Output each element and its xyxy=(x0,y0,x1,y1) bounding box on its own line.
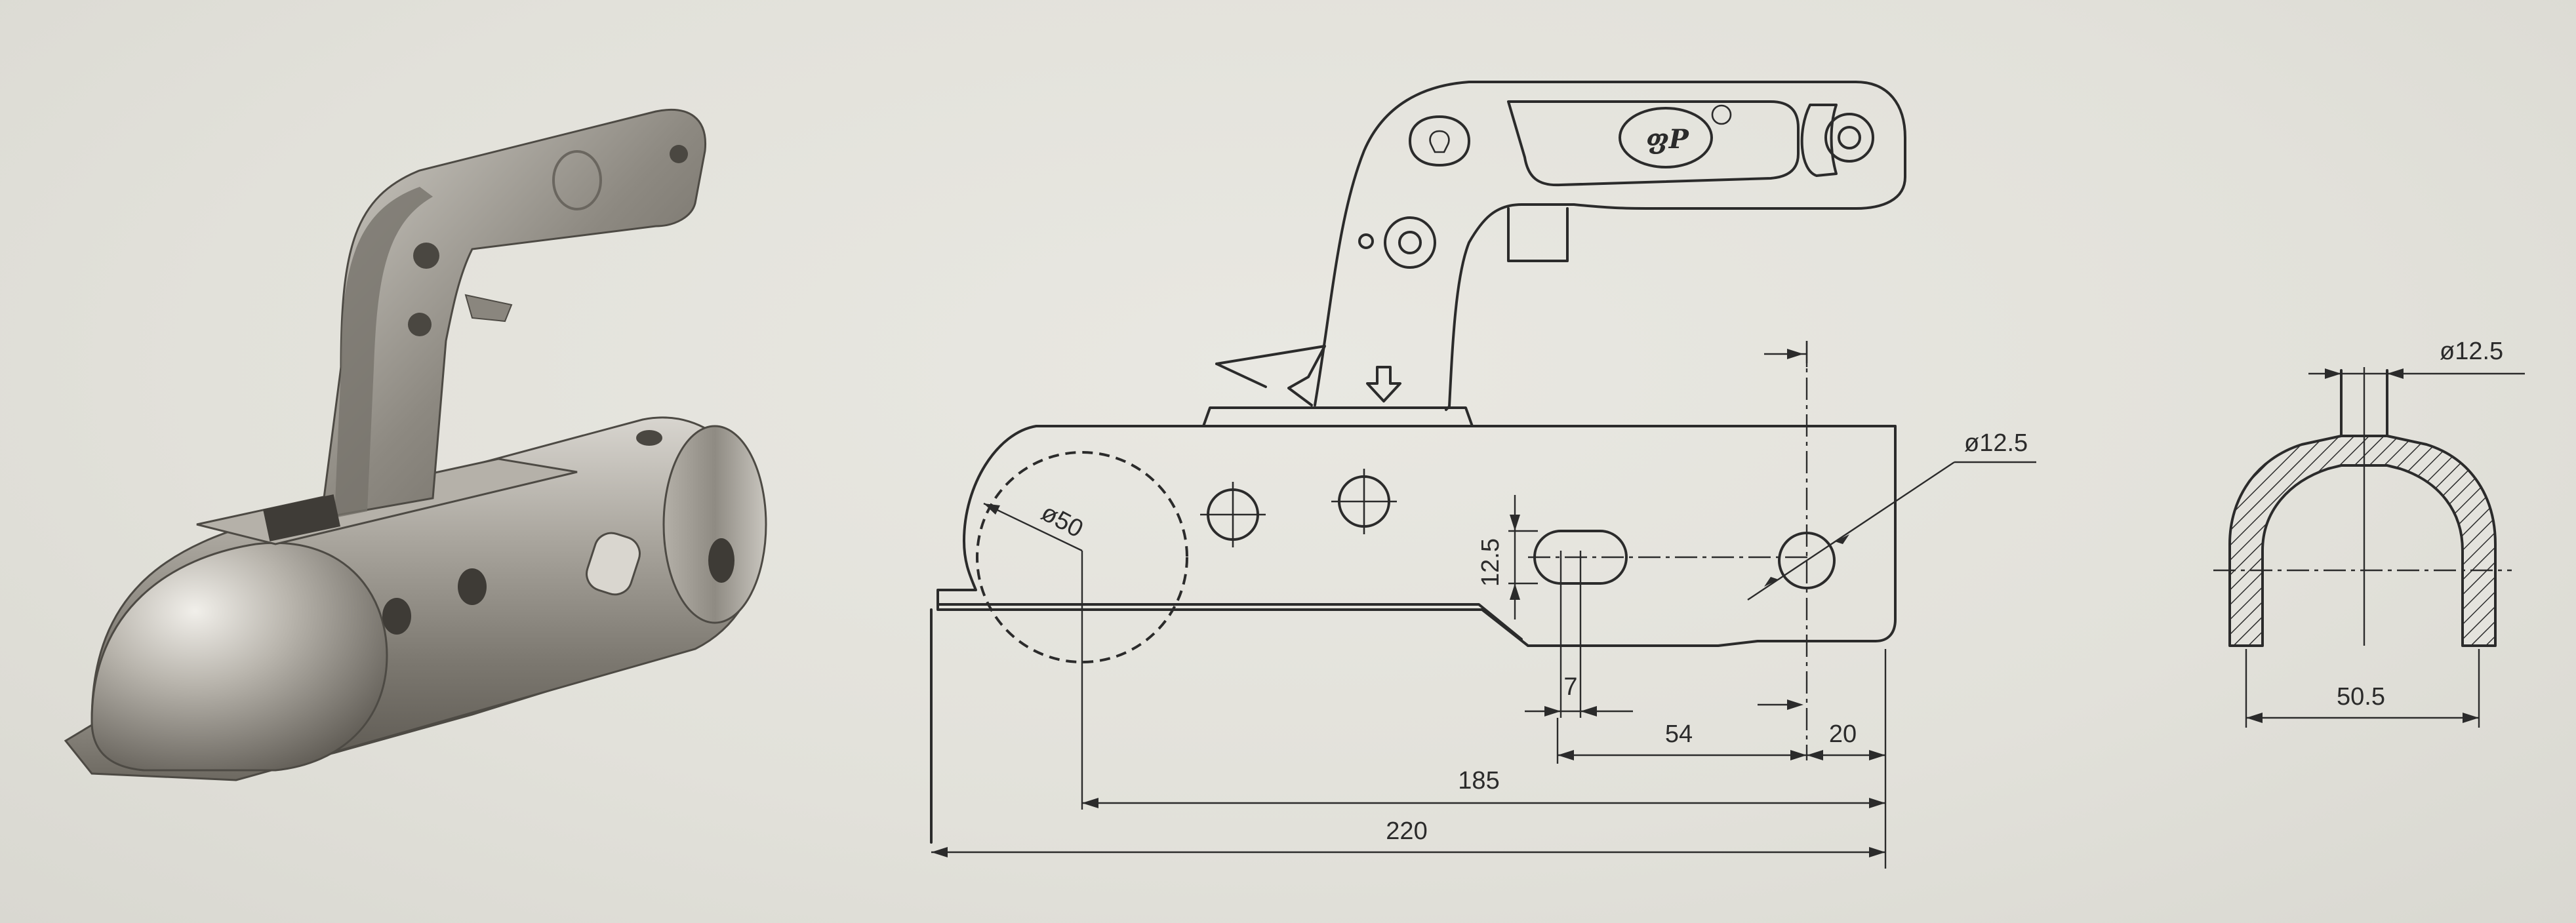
slot-height-label: 12.5 xyxy=(1477,538,1504,587)
base-cap xyxy=(1202,406,1474,427)
handle-registered-mark xyxy=(1711,104,1732,125)
body-slot xyxy=(586,532,641,596)
handle-logo-mark: ფP xyxy=(1646,124,1690,155)
handle-end-hole xyxy=(1824,113,1874,163)
side-hole-1 xyxy=(1200,482,1266,547)
body-hole-2 xyxy=(458,568,487,605)
handle-hole-1 xyxy=(413,243,439,269)
handle-outline xyxy=(1314,81,1906,411)
body-hole-1 xyxy=(382,598,411,635)
pivot-hole-inner xyxy=(1398,231,1422,254)
hole-diameter-leader xyxy=(1747,462,1955,600)
body-outline xyxy=(936,425,1897,647)
handle-hole-2 xyxy=(408,313,432,336)
keyhole-shape xyxy=(1429,130,1450,153)
hole-diameter-label: ø12.5 xyxy=(1964,429,2028,457)
coupling-handle xyxy=(320,109,707,519)
side-hole-2 xyxy=(1331,469,1397,534)
coupling-dome xyxy=(91,541,388,772)
dim-54-label: 54 xyxy=(1665,720,1693,748)
section-hole-label: ø12.5 xyxy=(2440,338,2503,365)
handle-hole-3 xyxy=(670,145,688,163)
release-lever xyxy=(1215,345,1326,406)
pivot-hole xyxy=(1384,216,1436,269)
keyhole-slot xyxy=(1409,115,1470,167)
handle-trigger xyxy=(464,294,513,323)
handle-socket xyxy=(263,494,340,541)
handle-logo-emboss xyxy=(552,150,602,210)
small-hole xyxy=(1358,233,1374,249)
section-width-label: 50.5 xyxy=(2337,683,2385,711)
handle-side-face xyxy=(334,187,433,518)
handle-grip-window xyxy=(1507,100,1800,187)
ball-outline xyxy=(976,451,1188,663)
top-hole xyxy=(636,430,662,446)
ball-diameter-leader xyxy=(983,502,1083,552)
section-profile xyxy=(2228,435,2497,647)
handle-logo xyxy=(1619,107,1713,168)
push-arrow-icon xyxy=(1366,366,1401,403)
trigger-tab xyxy=(1507,207,1569,262)
dim-220-label: 220 xyxy=(1386,817,1427,845)
slot-width-label: 7 xyxy=(1563,673,1577,701)
dim-20-label: 20 xyxy=(1829,720,1857,748)
body-hole-3 xyxy=(708,538,735,583)
dim-185-label: 185 xyxy=(1458,767,1499,795)
handle-end-hole-inner xyxy=(1838,126,1861,149)
body-lower-edge xyxy=(936,603,1523,640)
coupling-tube-end xyxy=(662,425,767,624)
